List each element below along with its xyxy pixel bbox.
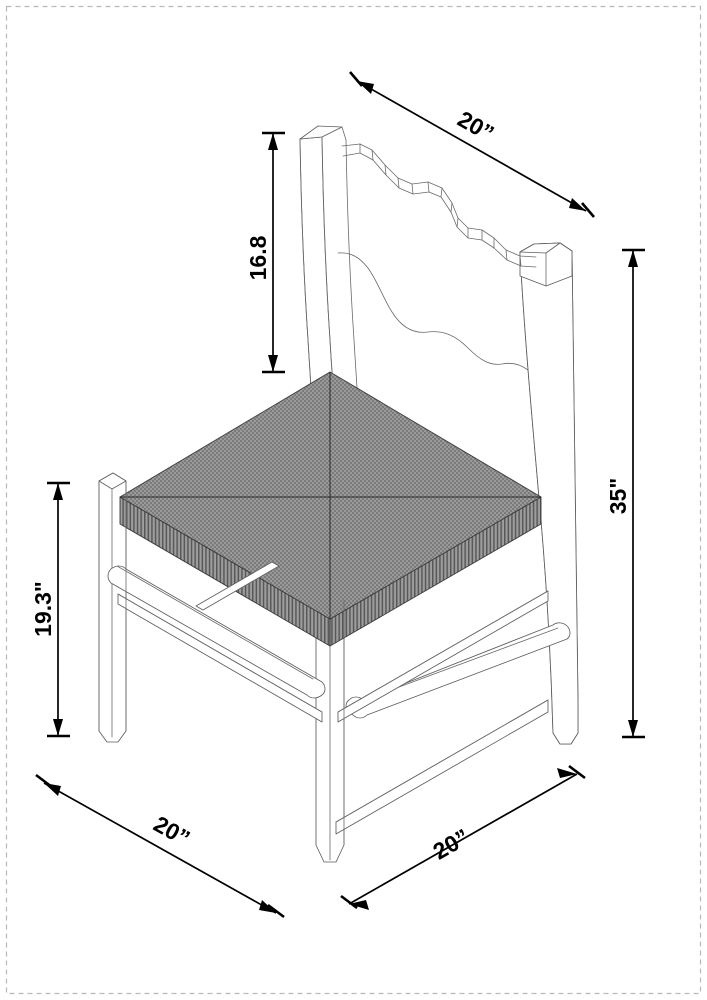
stretcher-front-low	[335, 699, 549, 835]
leg-back-post-right	[519, 242, 579, 745]
arrowhead-bottom	[53, 719, 63, 736]
dimension-line	[43, 782, 277, 914]
dimension-back-width: 20”	[349, 71, 595, 218]
arrowhead-bottom	[268, 355, 278, 372]
dimension-line	[348, 773, 578, 905]
dimension-label-base-right: 20”	[428, 824, 473, 865]
seat-assembly	[119, 371, 542, 647]
chair-assembly	[98, 125, 579, 863]
leg-rear-left	[98, 472, 127, 743]
stretcher-left-flat	[117, 593, 323, 723]
dimension-seat-height: 19.3"	[30, 481, 70, 738]
arrowhead-start	[349, 900, 369, 910]
stretcher-right-flat	[337, 590, 549, 723]
arrowhead-top	[628, 250, 638, 267]
arrowhead-top	[268, 133, 278, 150]
dimension-line	[356, 80, 587, 212]
dimension-tick-start	[340, 894, 358, 910]
arrowhead-bottom	[628, 720, 638, 737]
back-splat-panel	[337, 252, 529, 371]
arrowhead-end	[569, 198, 586, 211]
dimension-tick-end	[581, 202, 595, 218]
arrowhead-top	[53, 483, 63, 500]
stretcher-right-round	[345, 622, 571, 719]
arrowhead-start	[44, 783, 61, 796]
arrowhead-start	[357, 81, 374, 94]
arrowhead-end	[557, 768, 577, 778]
dimension-label-seat-height: 19.3"	[30, 581, 56, 637]
stretcher-left-round	[107, 565, 326, 699]
sheet-border	[5, 5, 702, 995]
back-post-right-cap	[519, 242, 573, 287]
dimension-back-height: 16.8	[245, 131, 285, 374]
stretcher-cross-rear	[195, 561, 280, 611]
dimension-base-left: 20”	[35, 773, 285, 919]
dimension-overall-height: 35"	[605, 248, 645, 739]
arrowhead-end	[259, 900, 276, 913]
back-top-rail	[341, 143, 537, 268]
dimension-tick-end	[568, 764, 586, 780]
dimension-tick-end	[267, 903, 285, 919]
dimension-label-back-height: 16.8	[245, 235, 271, 280]
dimension-label-overall-height: 35"	[605, 478, 631, 515]
dimension-base-right: 20”	[340, 764, 586, 910]
